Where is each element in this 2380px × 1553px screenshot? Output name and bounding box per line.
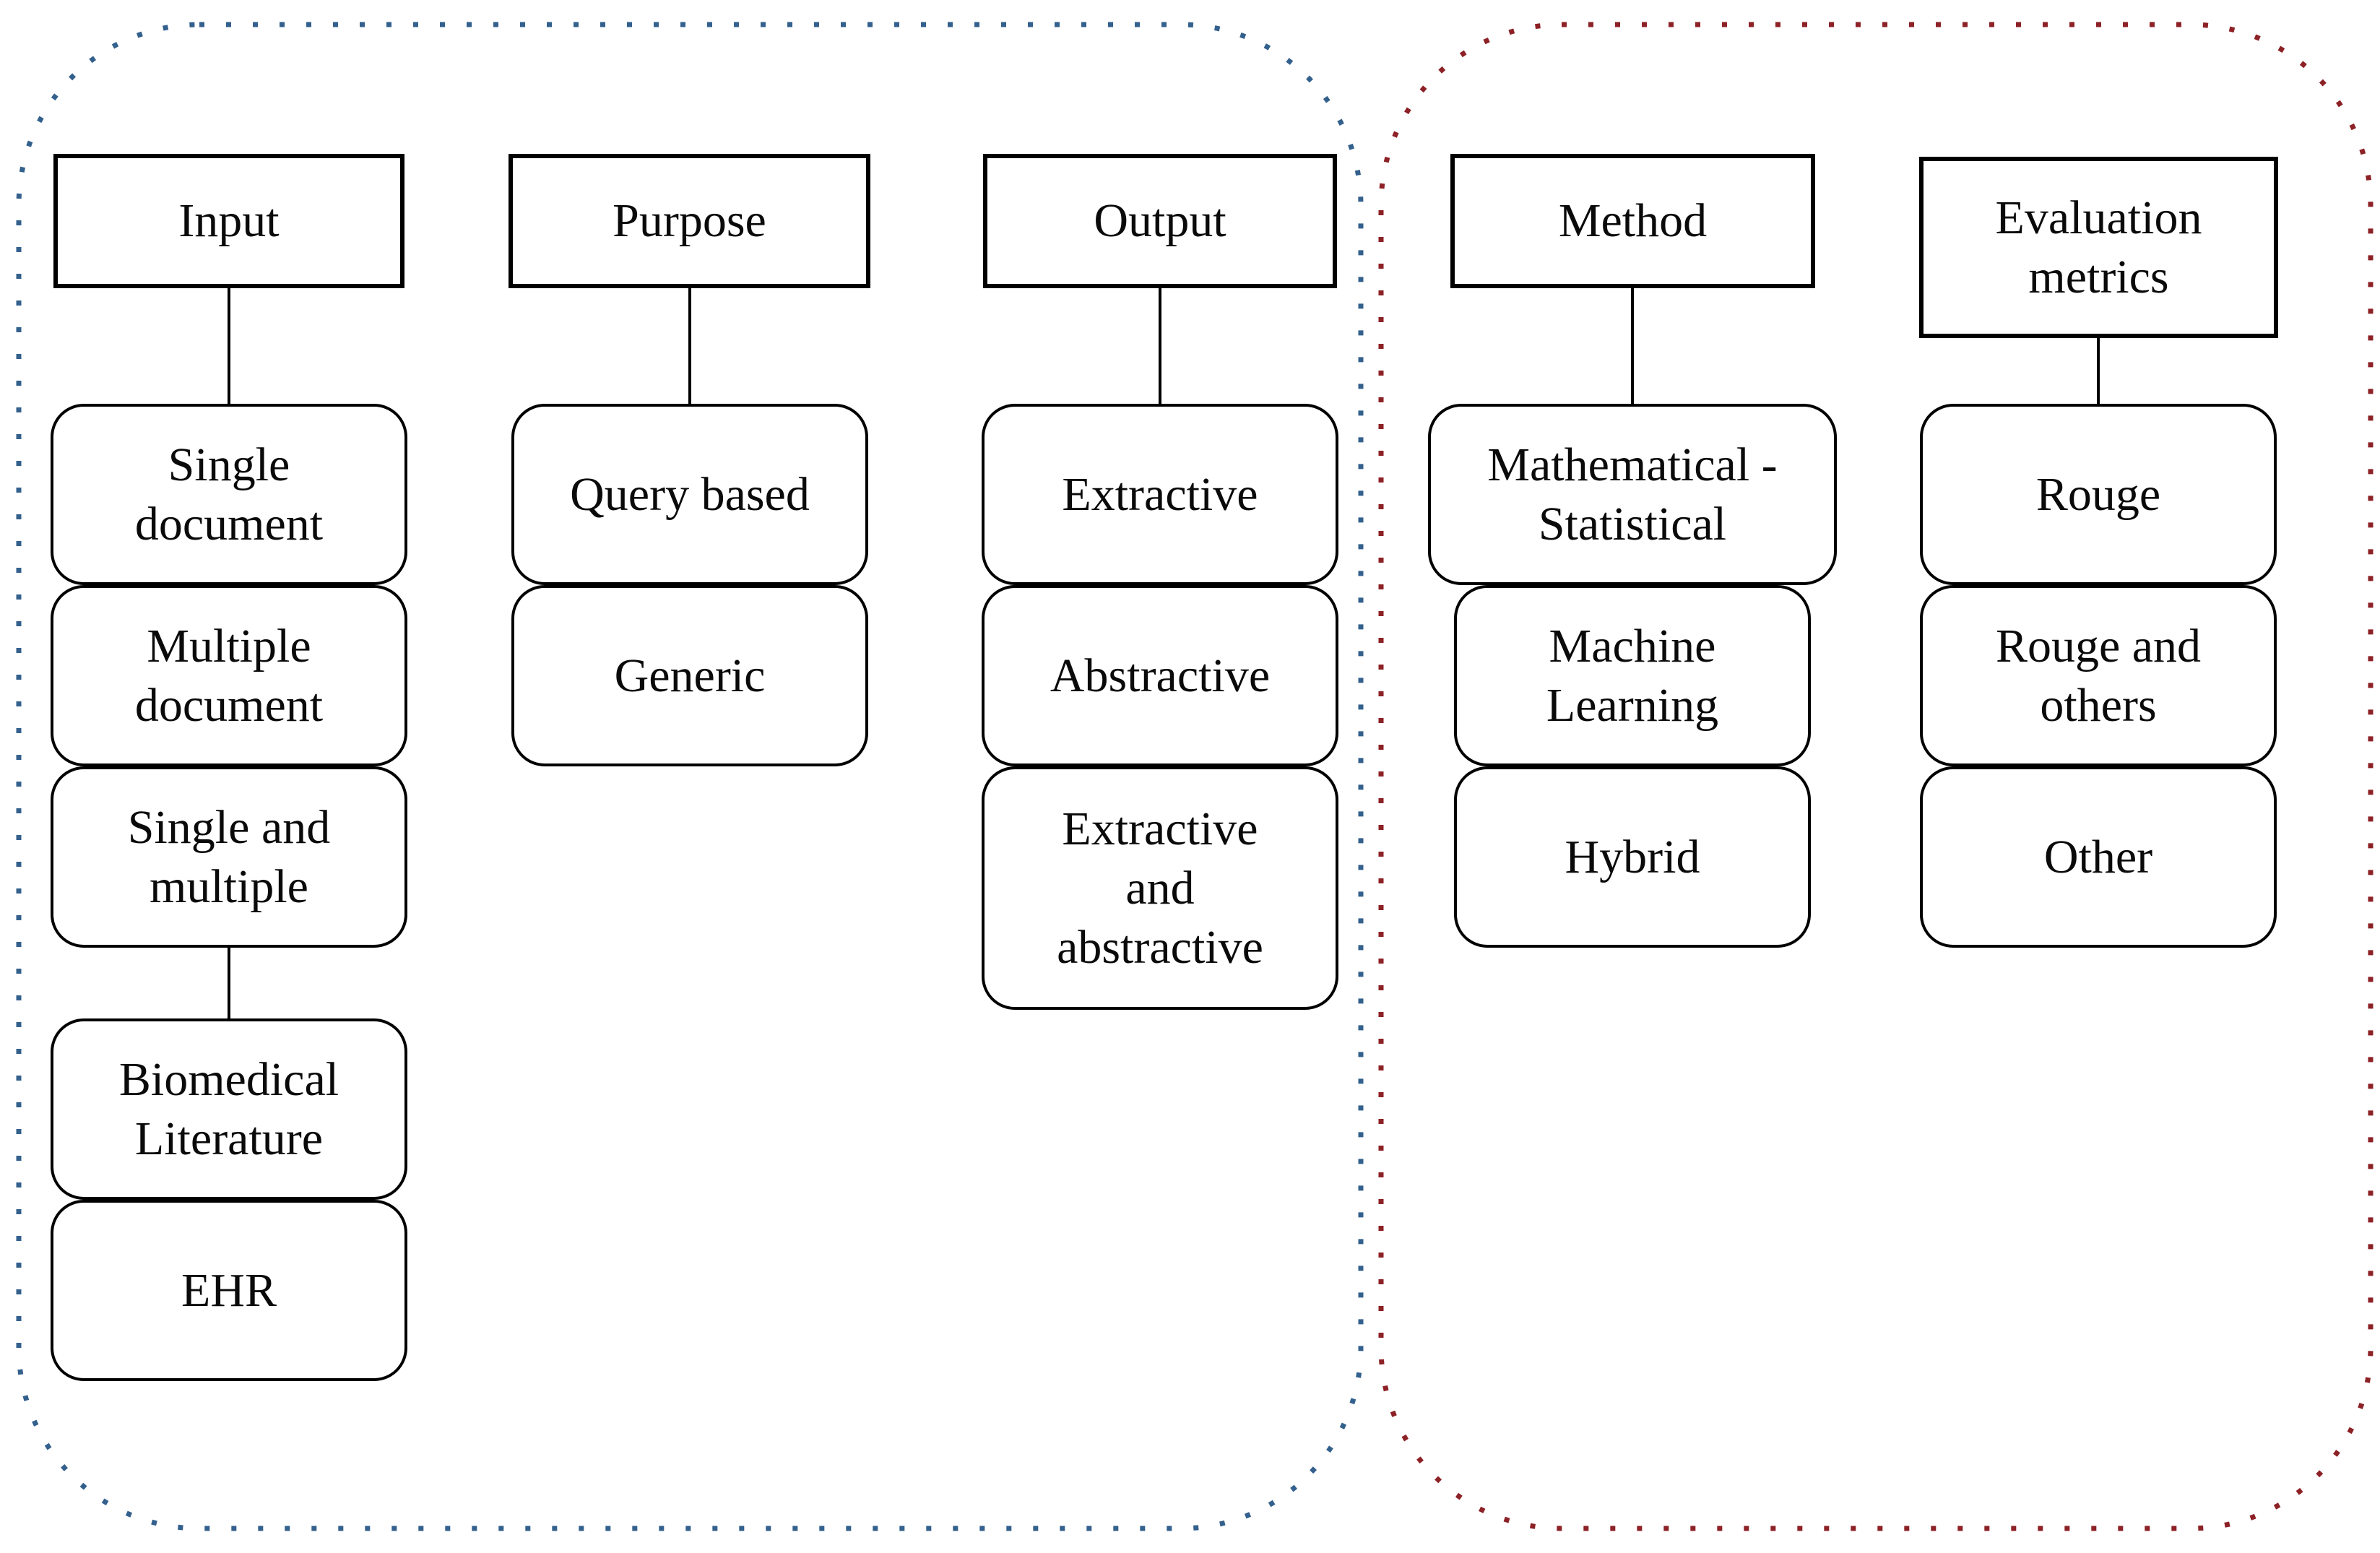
connector-purpose [688, 287, 691, 405]
column-header-label: Purpose [613, 194, 766, 247]
column-header-evaluation-metrics: Evaluation metrics [1919, 157, 2278, 338]
node-query-based: Query based [511, 404, 868, 585]
node-label: Mathematical - Statistical [1487, 438, 1778, 550]
connector-evaluation [2097, 337, 2100, 405]
connector-input [228, 287, 230, 405]
column-header-purpose: Purpose [509, 154, 870, 288]
node-biomedical-literature: Biomedical Literature [51, 1018, 407, 1200]
node-hybrid: Hybrid [1454, 766, 1811, 948]
node-label: Multiple document [134, 619, 324, 732]
node-label: Extractive [1062, 467, 1258, 521]
column-header-input: Input [53, 154, 404, 288]
node-label: Rouge and others [1995, 619, 2202, 732]
node-label: Hybrid [1565, 830, 1700, 883]
node-label: Query based [570, 467, 810, 521]
node-label: EHR [181, 1263, 277, 1317]
node-multiple-document: Multiple document [51, 585, 407, 766]
node-abstractive: Abstractive [982, 585, 1338, 766]
connector-biomedical [228, 946, 230, 1018]
node-other: Other [1920, 766, 2277, 948]
node-ehr: EHR [51, 1200, 407, 1381]
column-header-label: Method [1558, 194, 1708, 247]
node-label: Abstractive [1050, 649, 1271, 702]
node-extractive-and-abstractive: Extractive and abstractive [982, 766, 1338, 1010]
node-label: Single document [134, 438, 324, 550]
column-header-method: Method [1450, 154, 1815, 288]
node-rouge-and-others: Rouge and others [1920, 585, 2277, 766]
node-rouge: Rouge [1920, 404, 2277, 585]
node-label: Generic [614, 649, 766, 702]
node-single-document: Single document [51, 404, 407, 585]
left-group-outline [16, 22, 1364, 1531]
node-label: Other [2043, 830, 2153, 883]
node-machine-learning: Machine Learning [1454, 585, 1811, 766]
node-extractive: Extractive [982, 404, 1338, 585]
node-single-and-multiple: Single and multiple [51, 766, 407, 948]
column-header-output: Output [983, 154, 1337, 288]
connector-output [1159, 287, 1161, 405]
column-header-label: Evaluation metrics [1995, 191, 2202, 303]
connector-method [1631, 287, 1634, 405]
node-label: Machine Learning [1546, 619, 1719, 732]
column-header-label: Input [178, 194, 280, 247]
node-label: Single and multiple [127, 800, 331, 913]
node-generic: Generic [511, 585, 868, 766]
node-label: Rouge [2035, 467, 2161, 521]
node-label: Extractive and abstractive [1057, 802, 1263, 974]
node-mathematical-statistical: Mathematical - Statistical [1428, 404, 1837, 585]
node-label: Biomedical Literature [118, 1052, 339, 1165]
column-header-label: Output [1094, 194, 1226, 247]
